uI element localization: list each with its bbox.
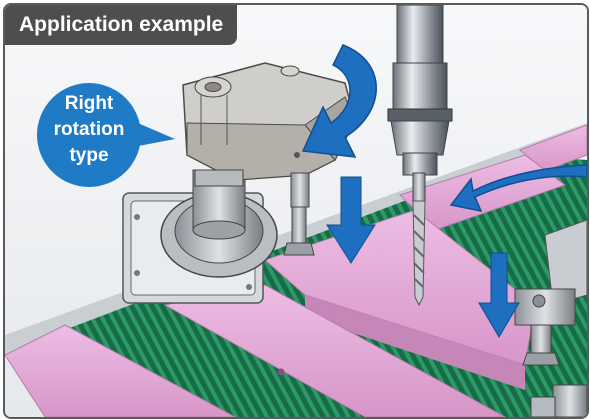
drill-spindle: [387, 5, 453, 307]
secondary-clamp: [514, 219, 587, 417]
section-title: Application example: [5, 5, 238, 45]
workpieces: [5, 124, 587, 417]
down-arrow-icon: [326, 176, 520, 338]
callout-line-3: type: [69, 145, 109, 166]
rotation-type-callout: Right rotation type: [37, 77, 175, 195]
application-example-panel: Application example Right rotation type: [3, 3, 589, 419]
machining-illustration: [5, 5, 587, 417]
rotation-arrow-icon: [301, 44, 377, 158]
clamp-cylinder: [122, 169, 315, 304]
rotation-arrow-icon-right: [449, 164, 587, 213]
callout-line-2: rotation: [53, 119, 125, 140]
callout-line-1: Right: [64, 93, 114, 114]
